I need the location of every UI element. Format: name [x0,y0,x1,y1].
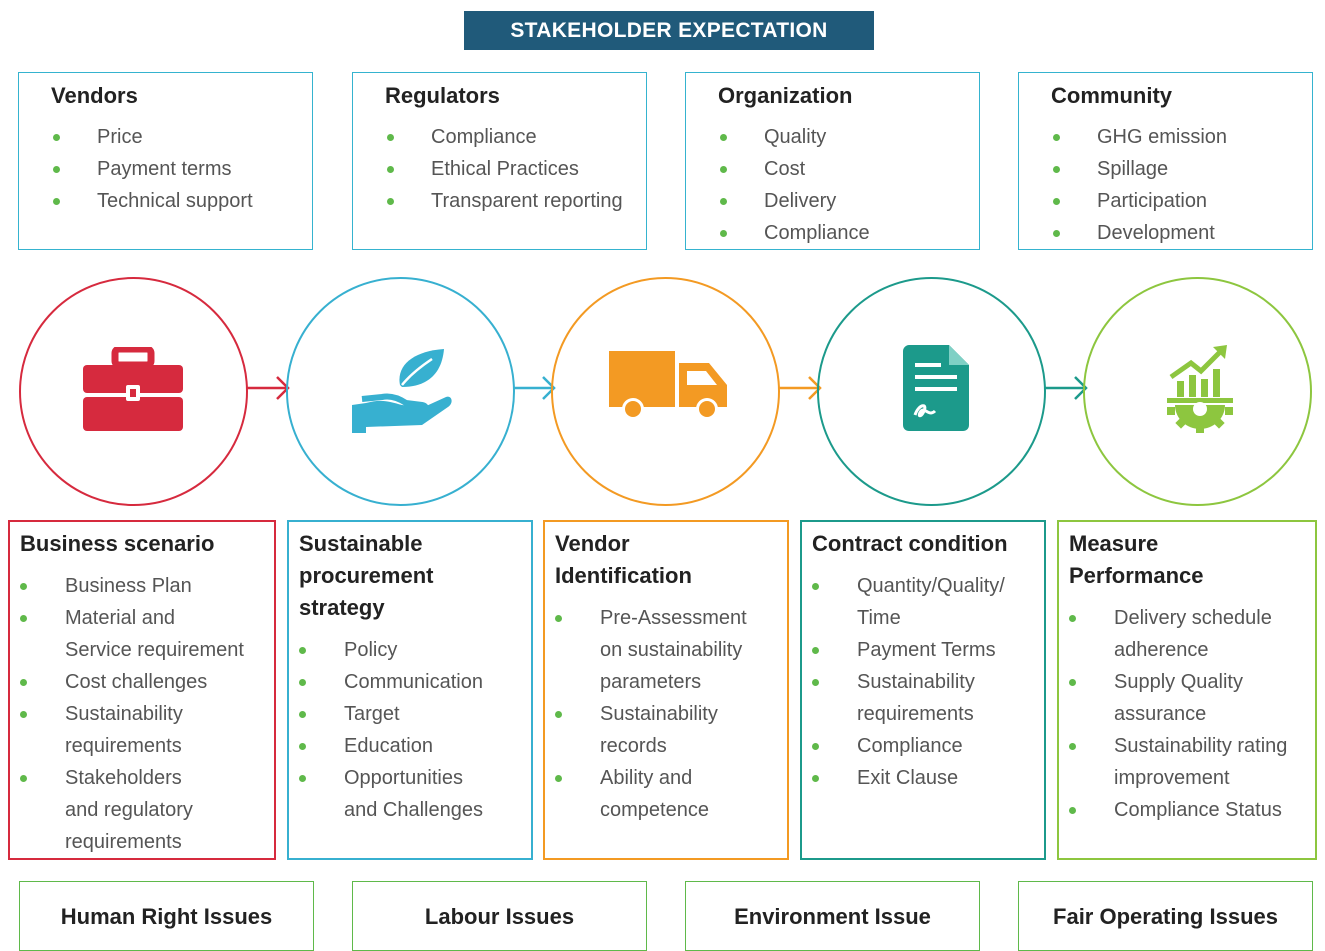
issue-box-environment: Environment Issue [685,881,980,951]
issue-box-human-rights: Human Right Issues [19,881,314,951]
stakeholder-title: Regulators [385,83,500,108]
issue-label: Fair Operating Issues [1053,904,1278,929]
stakeholder-list: Price Payment terms Technical support [53,121,253,217]
stakeholder-expectation-banner: STAKEHOLDER EXPECTATION [464,11,874,50]
list-item: Compliance Status [1069,794,1287,826]
list-item: Compliance [720,217,870,249]
issue-box-labour: Labour Issues [352,881,647,951]
card-list: Business Plan Material and Service requi… [20,570,244,858]
issue-label: Labour Issues [424,904,575,929]
list-item: Education [299,730,483,762]
growth-gear-icon [1167,345,1233,433]
issue-box-fair-operating: Fair Operating Issues [1018,881,1313,951]
list-item: Delivery schedule adherence [1069,602,1287,666]
card-title: Sustainable procurement strategy [299,531,434,620]
issue-label: Human Right Issues [60,904,273,929]
card-title: Vendor Identification [555,531,692,588]
list-item: Transparent reporting [387,185,623,217]
list-item: Stakeholders and regulatory requirements [20,762,244,858]
stakeholder-box-regulators: Regulators Compliance Ethical Practices … [352,72,647,250]
list-item: Payment terms [53,153,253,185]
hand-leaf-icon [352,349,452,433]
list-item: Policy [299,634,483,666]
banner-title: STAKEHOLDER EXPECTATION [510,18,828,42]
contract-condition-card: Contract condition Quantity/Quality/ Tim… [800,520,1046,860]
list-item: Quality [720,121,870,153]
measure-performance-card: Measure Performance Delivery schedule ad… [1057,520,1317,860]
card-title: Measure Performance [1069,531,1204,588]
issue-label: Environment Issue [734,904,931,929]
stakeholder-list: GHG emission Spillage Participation Deve… [1053,121,1227,249]
list-item: Sustainability rating improvement [1069,730,1287,794]
arrow-icon [247,376,290,400]
stakeholder-title: Organization [718,83,853,108]
card-list: Delivery schedule adherence Supply Quali… [1069,602,1287,826]
stakeholder-box-organization: Organization Quality Cost Delivery Compl… [685,72,980,250]
stakeholder-box-vendors: Vendors Price Payment terms Technical su… [18,72,313,250]
vendor-identification-card: Vendor Identification Pre-Assessment on … [543,520,789,860]
list-item: Sustainability records [555,698,747,762]
list-item: Pre-Assessment on sustainability paramet… [555,602,747,698]
list-item: Spillage [1053,153,1227,185]
list-item: Cost [720,153,870,185]
list-item: Quantity/Quality/ Time [812,570,1005,634]
stakeholder-list: Compliance Ethical Practices Transparent… [387,121,623,217]
measure-performance-circle [1083,277,1312,506]
list-item: Ethical Practices [387,153,623,185]
card-list: Quantity/Quality/ Time Payment Terms Sus… [812,570,1005,794]
list-item: Ability and competence [555,762,747,826]
list-item: Price [53,121,253,153]
list-item: GHG emission [1053,121,1227,153]
list-item: Payment Terms [812,634,1005,666]
list-item: Communication [299,666,483,698]
list-item: Development [1053,217,1227,249]
stakeholder-list: Quality Cost Delivery Compliance [720,121,870,249]
stakeholder-title: Vendors [51,83,138,108]
list-item: Compliance [387,121,623,153]
procurement-strategy-card: Sustainable procurement strategy Policy … [287,520,533,860]
card-list: Pre-Assessment on sustainability paramet… [555,602,747,826]
list-item: Material and Service requirement [20,602,244,666]
list-item: Sustainability requirements [20,698,244,762]
list-item: Cost challenges [20,666,244,698]
briefcase-icon [83,347,183,431]
list-item: Sustainability requirements [812,666,1005,730]
vendor-identification-circle [551,277,780,506]
list-item: Exit Clause [812,762,1005,794]
card-title: Business scenario [20,531,215,556]
card-list: Policy Communication Target Education Op… [299,634,483,826]
list-item: Participation [1053,185,1227,217]
list-item: Supply Quality assurance [1069,666,1287,730]
list-item: Opportunities and Challenges [299,762,483,826]
procurement-strategy-circle [286,277,515,506]
business-scenario-card: Business scenario Business Plan Material… [8,520,276,860]
stakeholder-box-community: Community GHG emission Spillage Particip… [1018,72,1313,250]
list-item: Technical support [53,185,253,217]
business-scenario-circle [19,277,248,506]
list-item: Business Plan [20,570,244,602]
contract-condition-circle [817,277,1046,506]
stakeholder-title: Community [1051,83,1172,108]
list-item: Compliance [812,730,1005,762]
card-title: Contract condition [812,531,1008,556]
list-item: Target [299,698,483,730]
signed-contract-icon [903,345,969,431]
list-item: Delivery [720,185,870,217]
delivery-truck-icon [609,351,727,420]
